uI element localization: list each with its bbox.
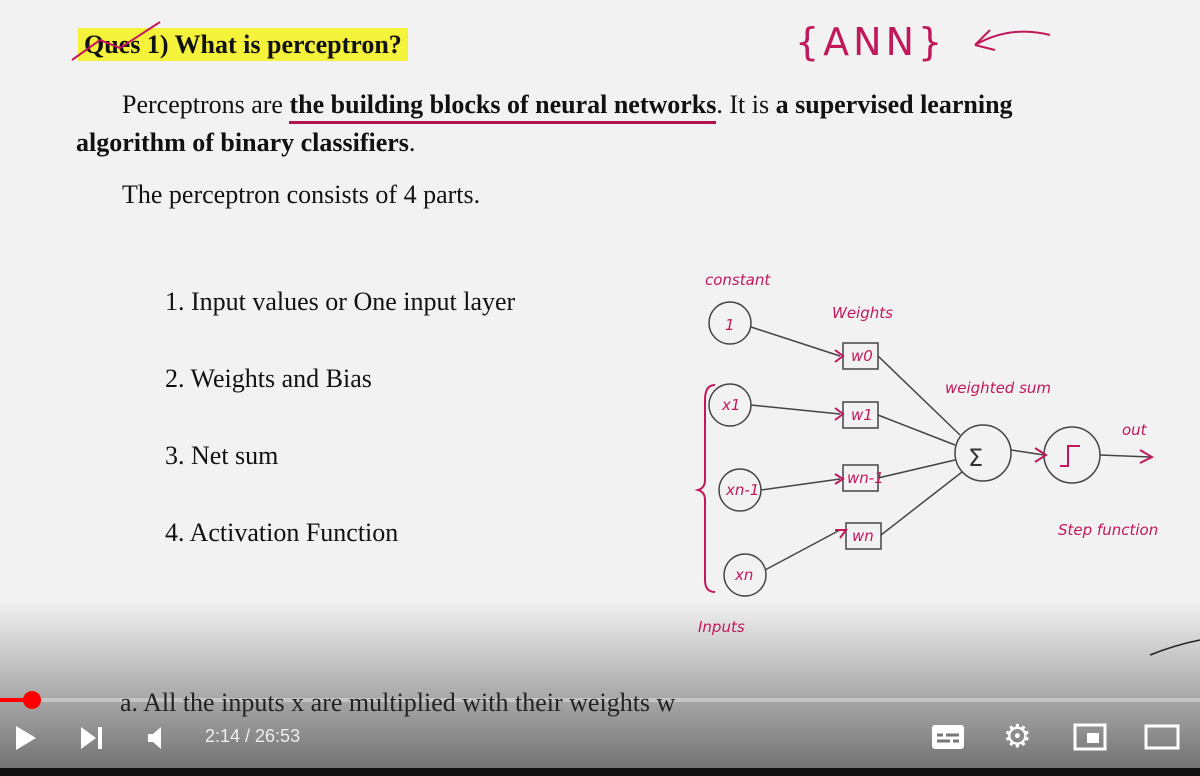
list-item: 1. Input values or One input layer: [165, 287, 516, 316]
sum-node: [954, 424, 1012, 482]
node-xn: [723, 553, 767, 597]
scrubber-handle[interactable]: [23, 691, 41, 709]
arrow-annotation: [974, 29, 1051, 51]
svg-text:w0: w0: [851, 347, 873, 365]
list-item: 4. Activation Function: [165, 518, 399, 547]
ann-annotation: {ANN}: [795, 20, 947, 64]
weight-box: [845, 522, 882, 550]
next-icon[interactable]: [78, 724, 106, 752]
time-display: 2:14 / 26:53: [205, 726, 301, 746]
list-item: 2. Weights and Bias: [165, 364, 372, 393]
svg-text:wn-1: wn-1: [847, 469, 884, 487]
volume-icon[interactable]: [145, 724, 173, 752]
checkmark-annotation: [71, 21, 161, 61]
step-node: [1043, 426, 1101, 484]
svg-text:x1: x1: [721, 396, 740, 414]
node-constant: [708, 301, 752, 345]
subtitles-icon[interactable]: [930, 722, 966, 752]
svg-text:1: 1: [725, 316, 735, 334]
svg-text:Weights: Weights: [832, 304, 893, 322]
question-heading: Ques 1) What is perceptron?: [78, 28, 408, 61]
perceptron-diagram: Σ 1 x1 xn-1 xn w0 w1 wn-1 wn constant We…: [694, 271, 1200, 656]
bottom-edge: [0, 768, 1200, 776]
svg-text:constant: constant: [705, 271, 771, 289]
play-icon[interactable]: [12, 724, 40, 752]
theater-mode-icon[interactable]: [1143, 722, 1181, 752]
svg-text:xn: xn: [734, 566, 753, 584]
svg-text:xn-1: xn-1: [725, 481, 759, 499]
svg-text:w1: w1: [851, 406, 873, 424]
svg-text:wn: wn: [852, 527, 874, 545]
partial-line-text: a. All the inputs x are multiplied with …: [120, 688, 676, 717]
svg-text:Inputs: Inputs: [698, 618, 745, 636]
svg-text:Step function: Step function: [1058, 521, 1158, 539]
list-item: 3. Net sum: [165, 441, 279, 470]
definition-paragraph: Perceptrons are the building blocks of n…: [76, 90, 1013, 157]
svg-text:Σ: Σ: [968, 444, 983, 472]
miniplayer-icon[interactable]: [1072, 722, 1108, 752]
parts-intro: The perceptron consists of 4 parts.: [122, 180, 481, 209]
settings-gear-icon[interactable]: ⚙: [1003, 717, 1032, 755]
svg-text:out: out: [1122, 421, 1148, 439]
svg-text:weighted sum: weighted sum: [945, 379, 1051, 397]
